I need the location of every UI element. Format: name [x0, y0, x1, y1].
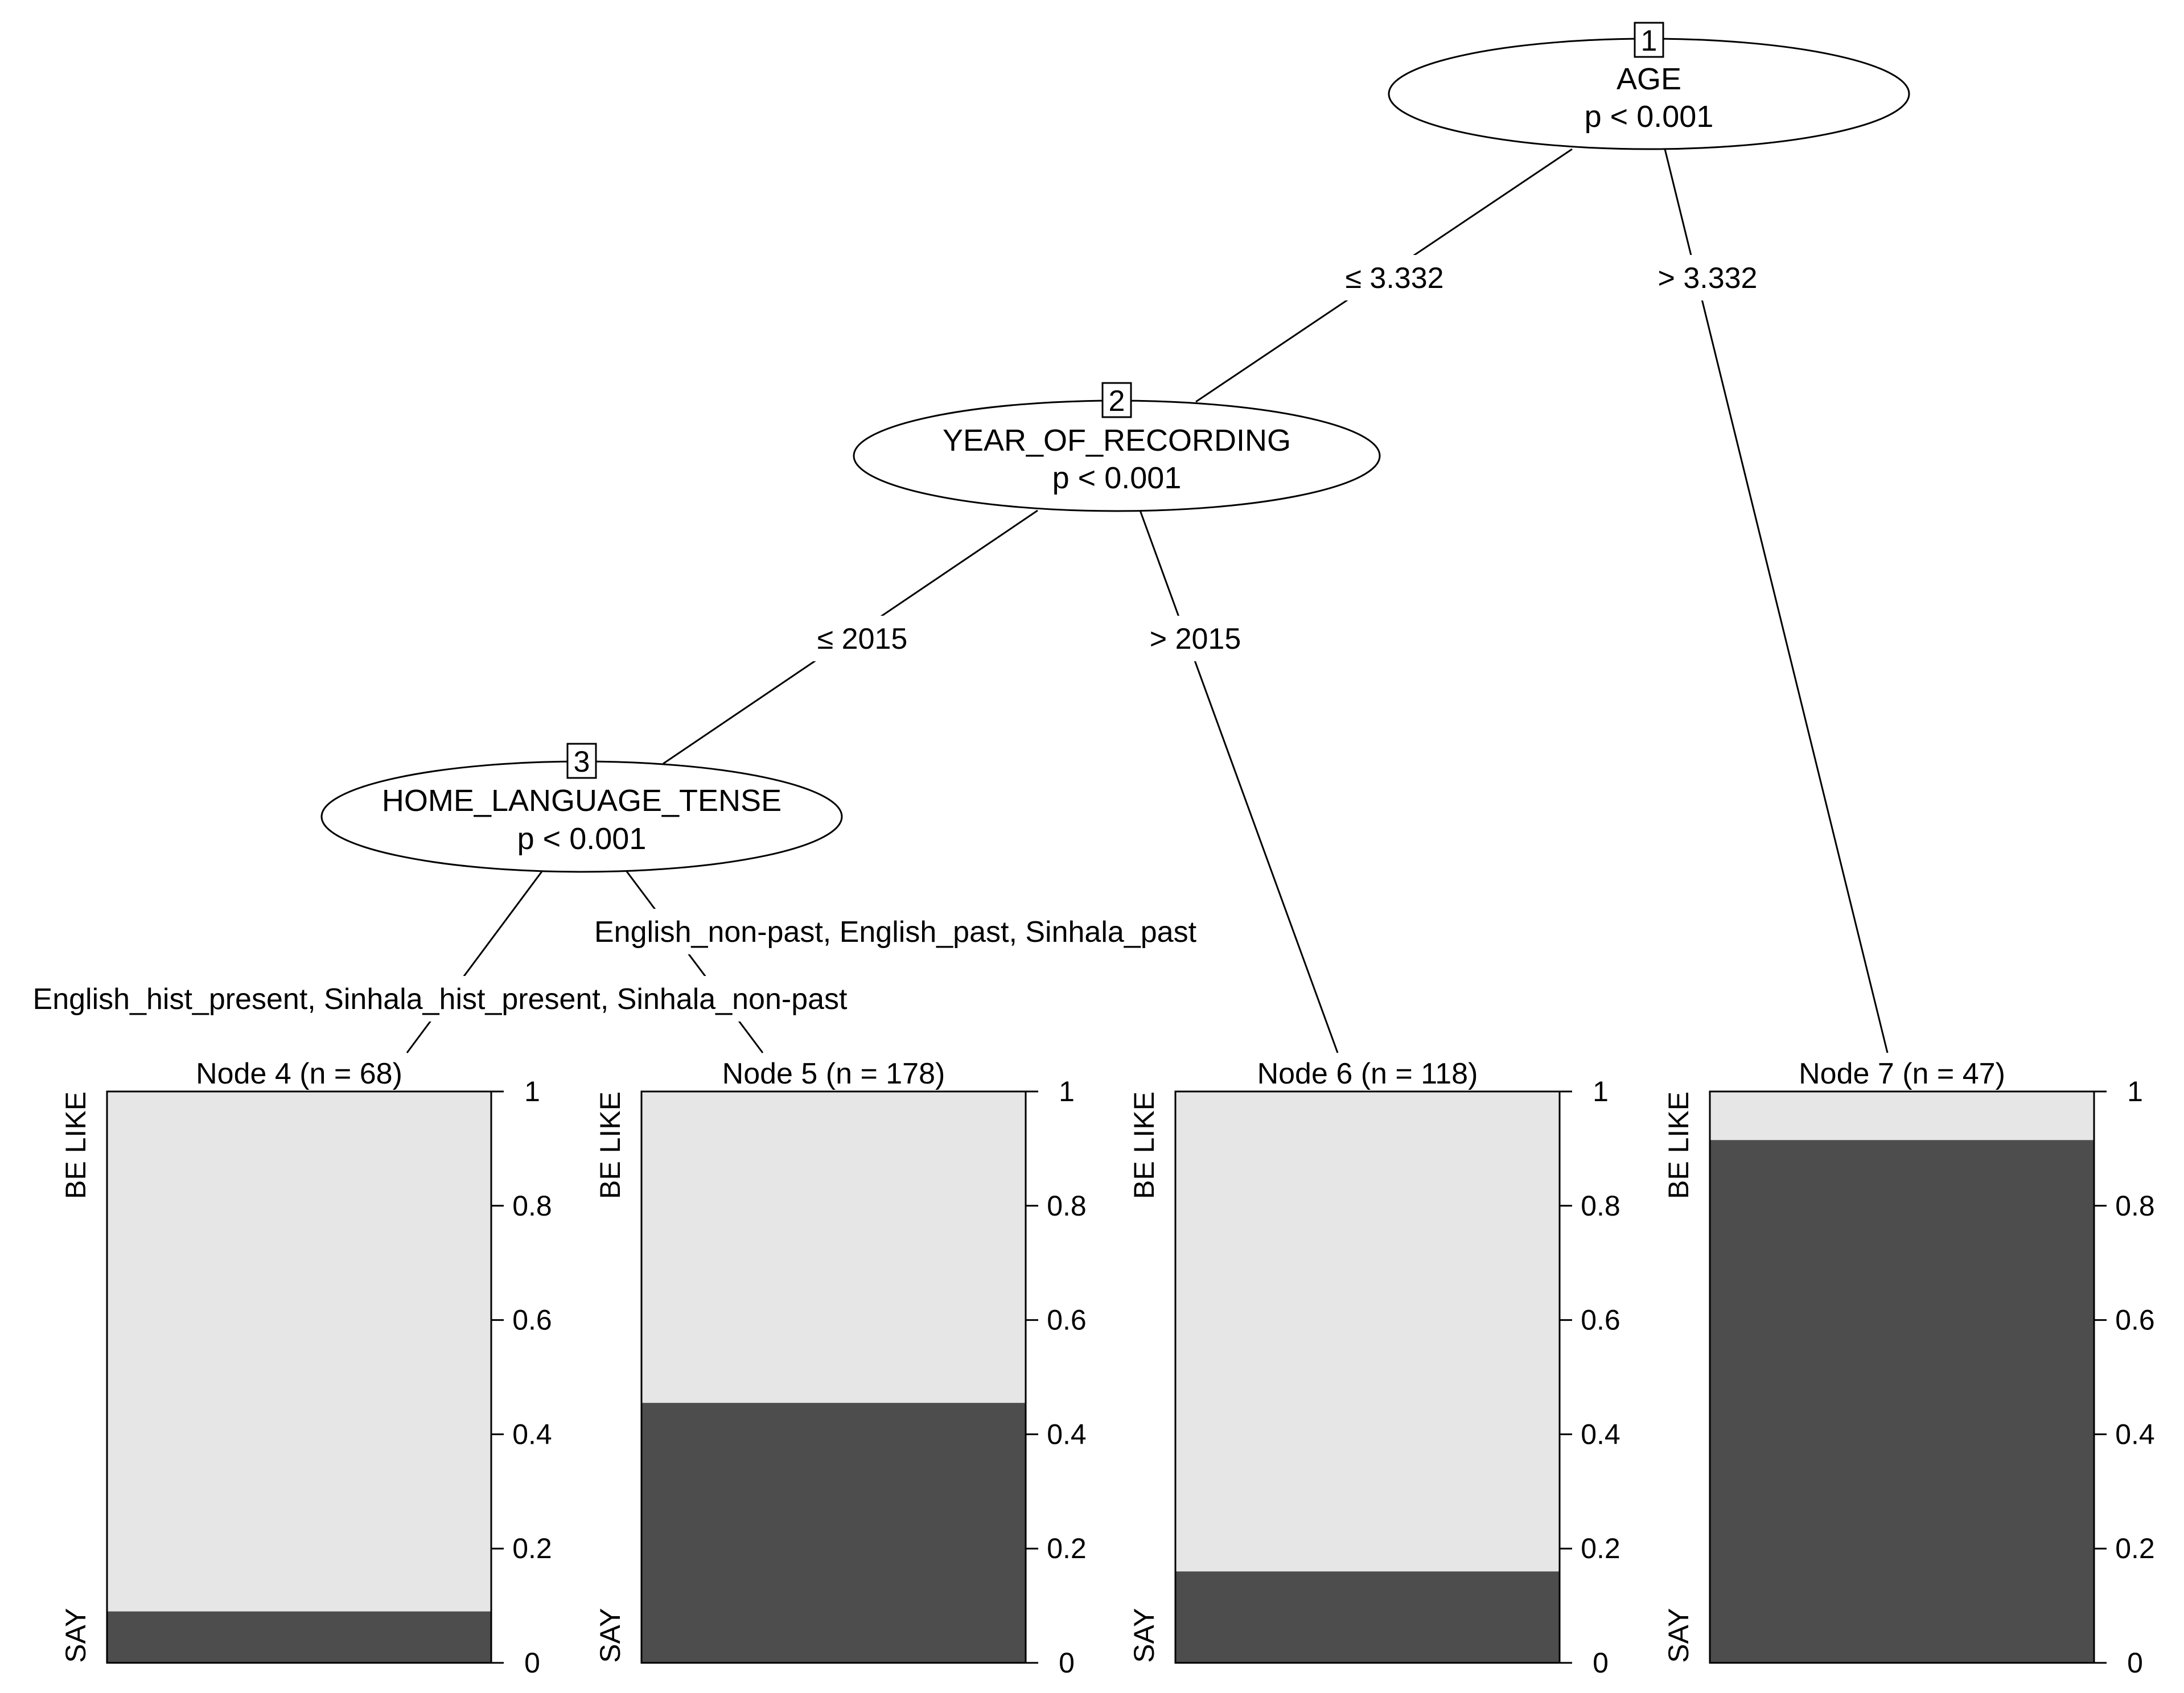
edge-labels: ≤ 3.332 > 3.332 ≤ 2015 > 2015 English_hi… — [11, 255, 1776, 1021]
node-id-box — [1101, 382, 1132, 418]
bar-say-node-5 — [641, 1403, 1026, 1663]
axis-tick-label: 1 — [1593, 1076, 1609, 1107]
axis-tick-label: 0.6 — [512, 1304, 552, 1336]
edge-label-1-2: ≤ 3.332 — [1345, 262, 1443, 295]
edge-label-1-7: > 3.332 — [1658, 262, 1758, 295]
node-pvalue: p < 0.001 — [517, 822, 647, 856]
edge-label-3-4: English_hist_present, Sinhala_hist_prese… — [33, 983, 848, 1016]
bar-say-node-6 — [1175, 1571, 1560, 1663]
axis-tick-label: 0.8 — [1581, 1190, 1620, 1222]
panel-title-node-5: Node 5 (n = 178) — [722, 1057, 945, 1090]
class-label-top: BE LIKE — [594, 1091, 626, 1199]
bar-be-like-node-4 — [107, 1091, 491, 1612]
axis-tick-label: 0.2 — [1047, 1533, 1087, 1564]
panel-title-node-4: Node 4 (n = 68) — [196, 1057, 402, 1090]
axis-tick-label: 1 — [2127, 1076, 2143, 1107]
class-label-bottom: SAY — [594, 1608, 626, 1663]
bar-be-like-node-5 — [641, 1091, 1026, 1403]
panel-title-node-6: Node 6 (n = 118) — [1257, 1057, 1478, 1090]
axis-tick-label: 0 — [1059, 1647, 1075, 1679]
axis-tick-label: 0.8 — [2115, 1190, 2155, 1222]
node-id-box — [1634, 22, 1664, 58]
axis-tick-label: 0.4 — [2115, 1418, 2155, 1450]
class-label-bottom: SAY — [1128, 1608, 1160, 1663]
axis-tick-label: 0.6 — [1581, 1304, 1620, 1336]
class-label-top: BE LIKE — [1128, 1091, 1160, 1199]
node-id: 1 — [1641, 24, 1657, 57]
node-id: 2 — [1109, 385, 1125, 418]
inner-node-2: 2 YEAR_OF_RECORDING p < 0.001 — [853, 382, 1381, 512]
bar-be-like-node-6 — [1175, 1091, 1560, 1572]
edge-2-6-line — [1139, 510, 1339, 1053]
axis-tick-label: 0 — [1593, 1647, 1609, 1679]
axis-tick-label: 0.6 — [2115, 1304, 2155, 1336]
node-id: 3 — [574, 745, 590, 778]
axis-tick-label: 1 — [524, 1076, 540, 1107]
axis-tick-label: 0.2 — [512, 1533, 552, 1564]
bar-say-node-7 — [1710, 1140, 2094, 1663]
axis-tick-label: 0.4 — [1047, 1418, 1087, 1450]
panel-title-node-7: Node 7 (n = 47) — [1799, 1057, 2005, 1090]
axis-tick-label: 0.4 — [512, 1418, 552, 1450]
bar-be-like-node-7 — [1710, 1091, 2094, 1140]
axis-tick-label: 0.6 — [1047, 1304, 1087, 1336]
bar-say-node-4 — [107, 1611, 491, 1663]
axis-tick-label: 0.2 — [1581, 1533, 1620, 1564]
axis-tick-label: 0.4 — [1581, 1418, 1620, 1450]
axis-tick-label: 0 — [524, 1647, 540, 1679]
class-label-bottom: SAY — [1663, 1608, 1694, 1663]
edge-3-5-line — [625, 870, 764, 1053]
inner-node-1: 1 AGE p < 0.001 — [1388, 22, 1910, 150]
axis-tick-label: 1 — [1059, 1076, 1075, 1107]
node-variable: HOME_LANGUAGE_TENSE — [382, 784, 782, 818]
edge-label-3-5: English_non-past, English_past, Sinhala_… — [594, 916, 1197, 949]
edge-3-4-line — [406, 870, 544, 1053]
node-pvalue: p < 0.001 — [1052, 461, 1182, 495]
terminal-node-panels: Node 4 (n = 68) BE LIKE SAY 0 0.2 0.4 0.6 0.8 1 N… — [60, 1057, 2155, 1679]
node-id-box — [566, 743, 597, 779]
node-variable: AGE — [1617, 62, 1681, 96]
edge-label-2-3: ≤ 2015 — [817, 623, 908, 656]
class-label-top: BE LIKE — [60, 1091, 92, 1199]
axis-tick-label: 0.8 — [512, 1190, 552, 1222]
axis-tick-label: 0.2 — [2115, 1533, 2155, 1564]
class-label-bottom: SAY — [60, 1608, 92, 1663]
edge-label-2-6: > 2015 — [1150, 623, 1241, 656]
class-label-top: BE LIKE — [1663, 1091, 1694, 1199]
node-pvalue: p < 0.001 — [1585, 100, 1714, 134]
axis-tick-label: 0.8 — [1047, 1190, 1087, 1222]
node-variable: YEAR_OF_RECORDING — [943, 423, 1291, 458]
inner-node-3: 3 HOME_LANGUAGE_TENSE p < 0.001 — [320, 743, 843, 873]
axis-tick-label: 0 — [2127, 1647, 2143, 1679]
